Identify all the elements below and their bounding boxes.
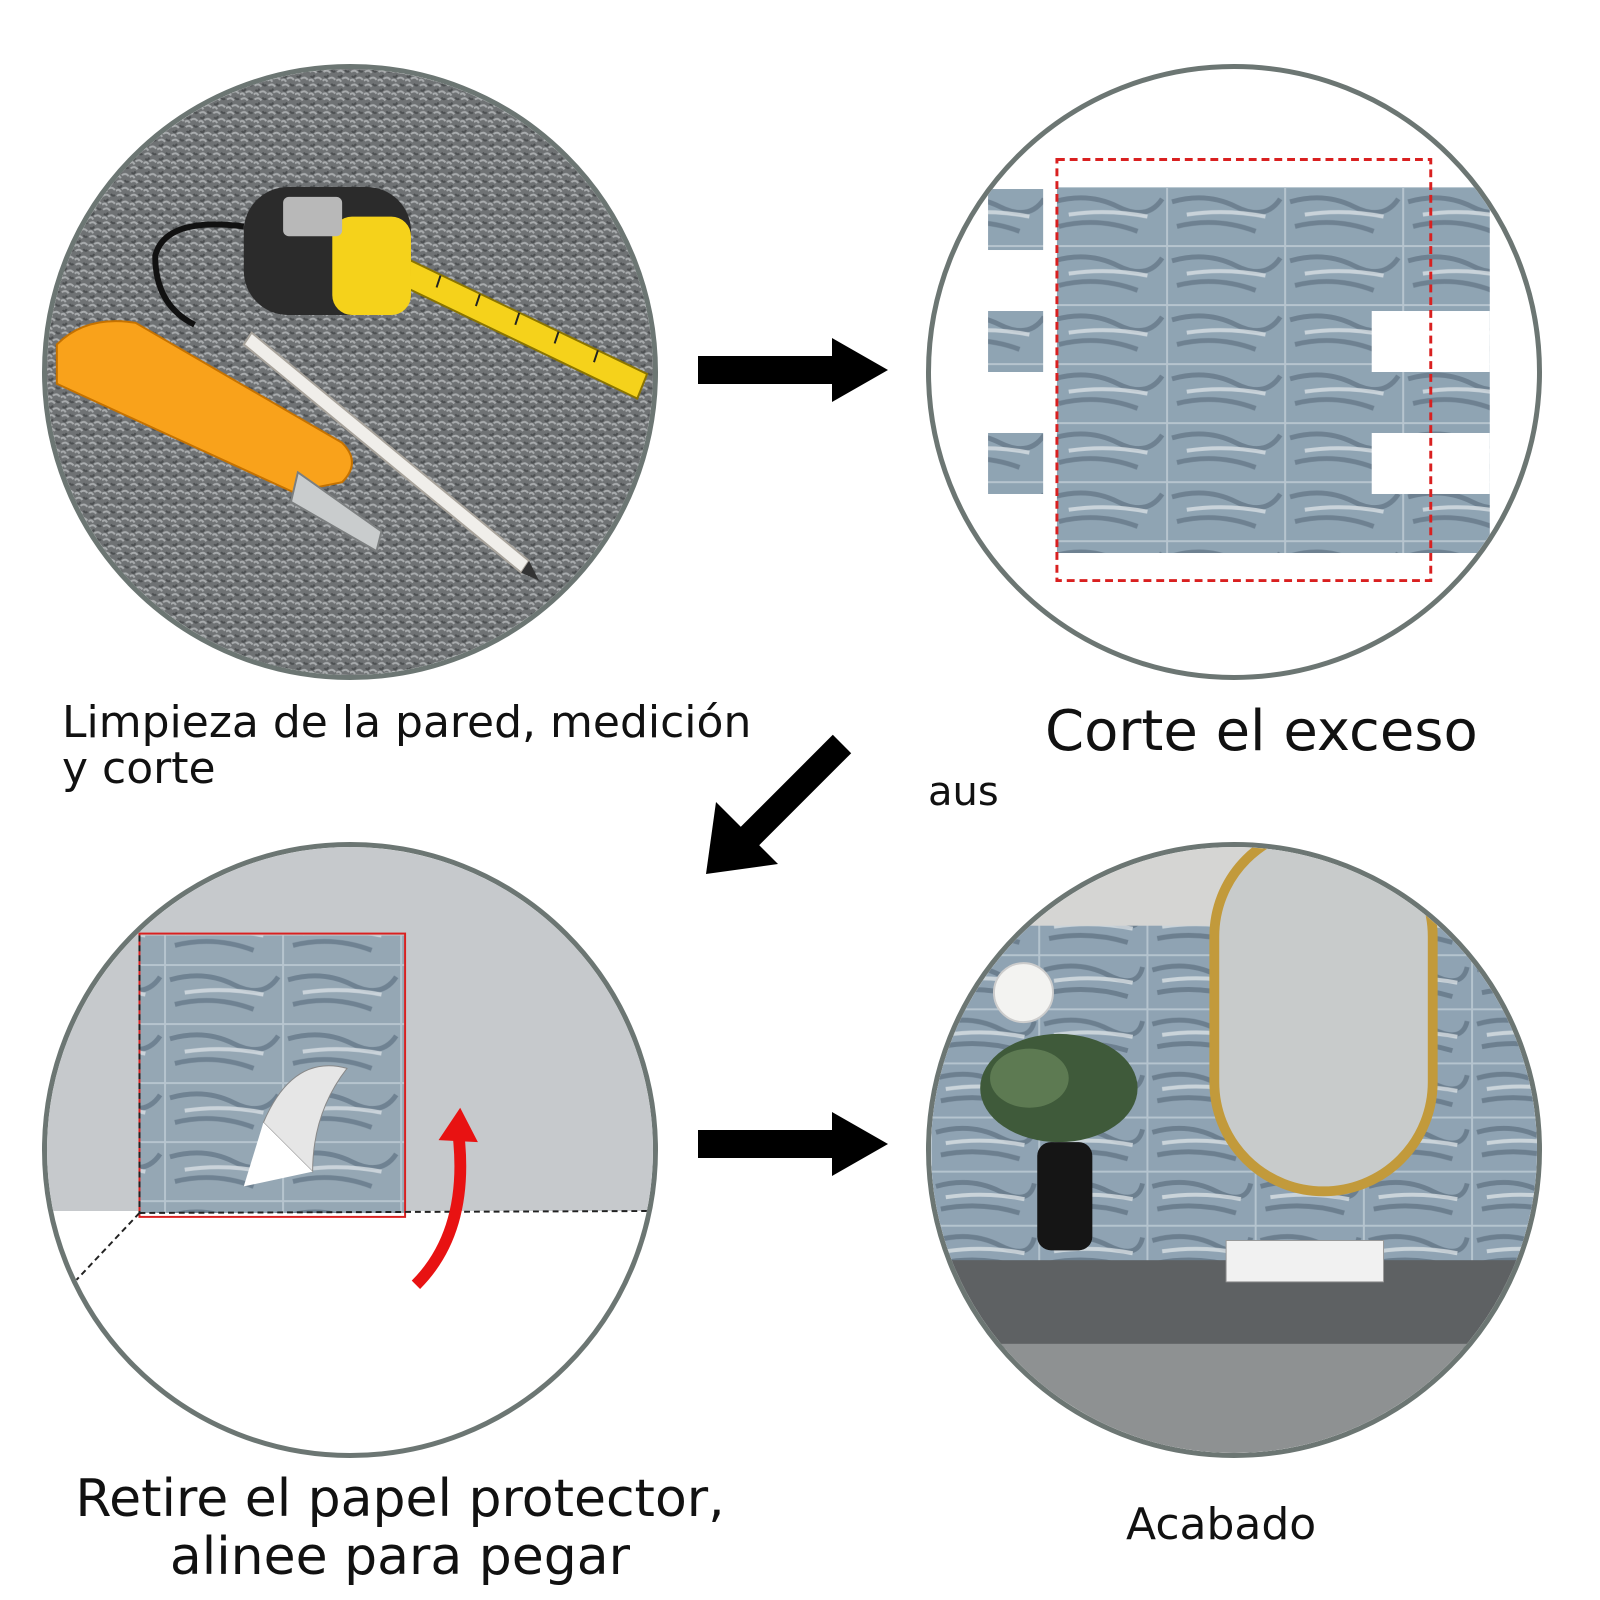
- step4-caption: Acabado: [1126, 1499, 1317, 1550]
- curved-red-arrow-icon: [411, 1107, 478, 1289]
- oval-mirror-icon: [1209, 847, 1438, 1197]
- step2-caption-extra: aus: [928, 769, 999, 815]
- step3-caption-line2: alinee para pegar: [169, 1527, 631, 1587]
- pencil-icon: [242, 331, 539, 581]
- plant-vase-icon: [980, 1033, 1138, 1251]
- pendant-lamp-icon: [992, 962, 1054, 1024]
- tape-measure-icon: [152, 187, 649, 400]
- step3-caption: Retire el papel protector, alinee para p…: [40, 1470, 760, 1586]
- step1-caption-line1: Limpieza de la pared, medición: [62, 697, 752, 748]
- step3-peel-image: [42, 842, 658, 1458]
- finished-bathroom-illustration: [931, 847, 1537, 1453]
- step2-caption: Corte el exceso: [1045, 699, 1478, 764]
- step4-finished-image: [926, 842, 1542, 1458]
- open-book-icon: [1225, 1240, 1385, 1283]
- step1-caption-line2: y corte: [62, 743, 216, 794]
- peel-backing-illustration: [47, 847, 653, 1289]
- right-arrow-icon: [698, 338, 888, 402]
- utility-knife-icon: [55, 320, 383, 553]
- right-arrow-icon: [698, 1112, 888, 1176]
- step3-caption-line1: Retire el papel protector,: [75, 1469, 725, 1529]
- tools-on-carpet-illustration: [47, 69, 653, 675]
- cut-guide-dashed-frame: [1055, 158, 1433, 583]
- step2-cut-image: [926, 64, 1542, 680]
- down-left-arrow-icon: [706, 734, 852, 874]
- step1-tools-image: [42, 64, 658, 680]
- step1-caption: Limpieza de la pared, medición y corte: [62, 700, 751, 792]
- cut-excess-illustration: [988, 158, 1490, 583]
